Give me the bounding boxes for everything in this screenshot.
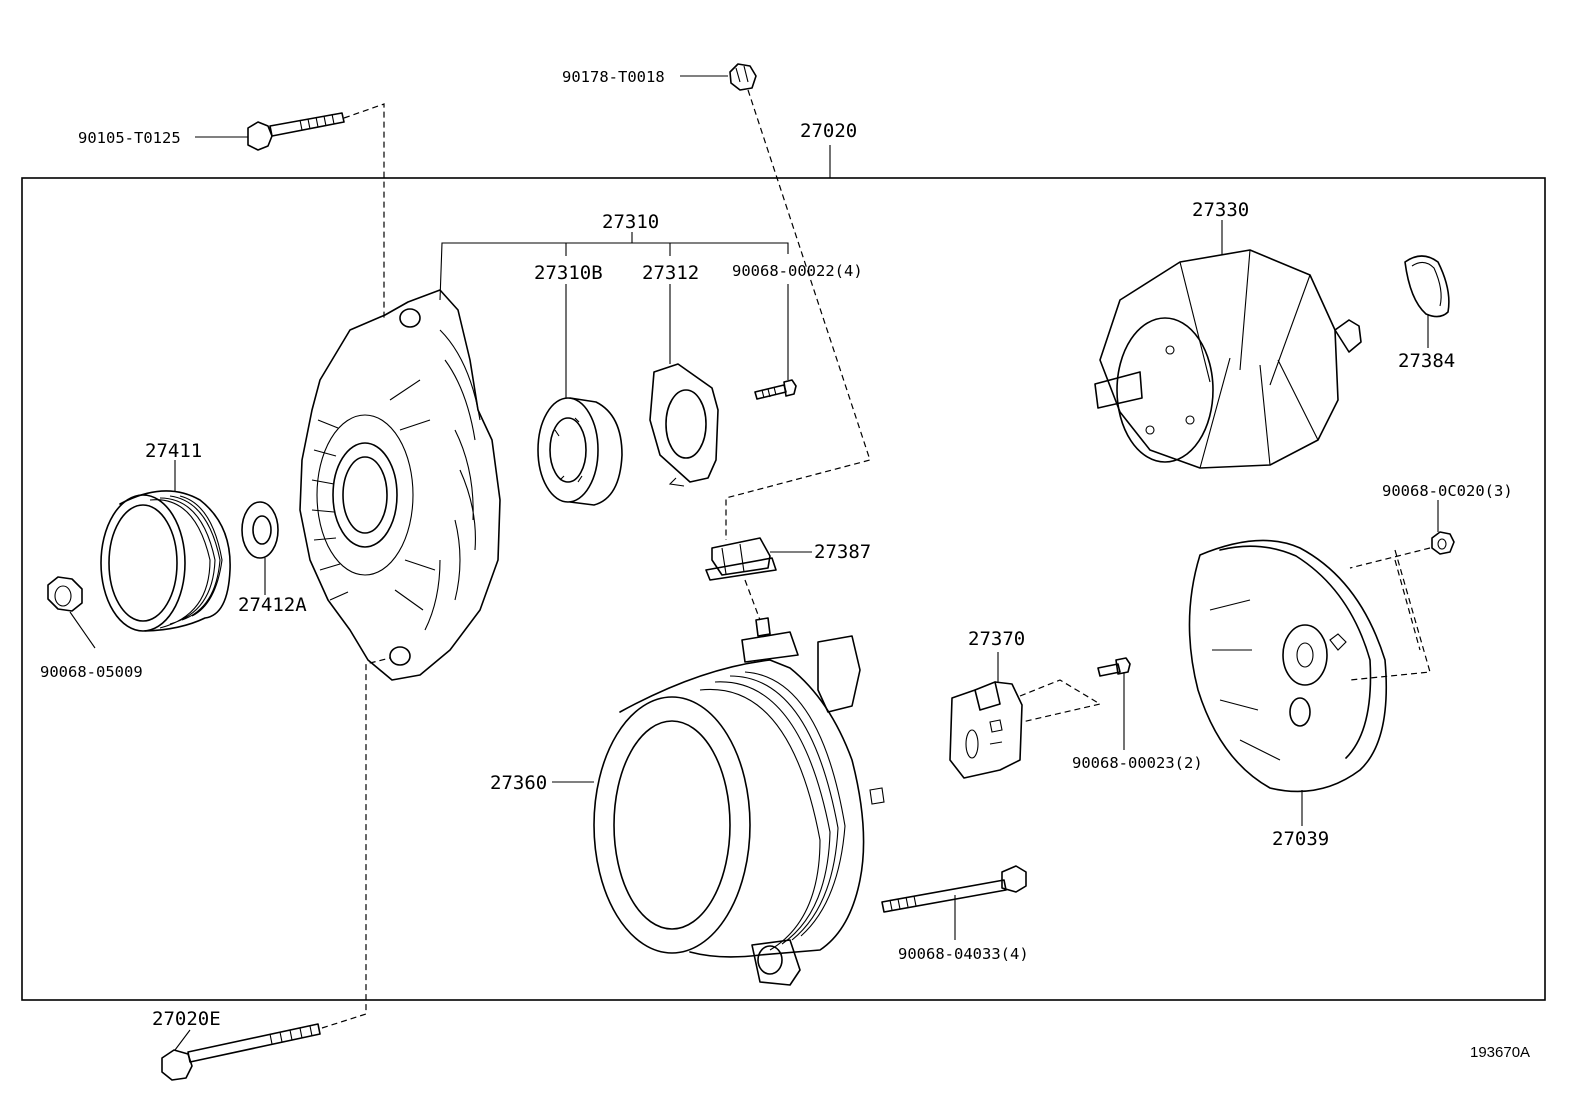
label-stator-frame: 27360 [490,772,547,794]
nut-top[interactable] [729,63,757,91]
pulley-nut[interactable] [47,576,83,612]
bolt-top-left[interactable] [247,112,345,151]
retainer-screw[interactable] [754,379,797,400]
figure-id: 193670A [1470,1044,1530,1061]
regulator[interactable] [949,681,1023,779]
through-bolt[interactable] [881,865,1027,913]
label-retainer-screw: 90068-00022(4) [732,262,863,280]
retainer-plate[interactable] [649,363,719,487]
bearing[interactable] [537,397,623,506]
terminal-insulator[interactable] [705,537,777,581]
rotor[interactable] [1094,249,1362,469]
drive-end-frame[interactable] [299,289,501,681]
label-terminal-insulator: 27387 [814,541,871,563]
label-rotor-ring: 27384 [1398,350,1455,372]
spacer[interactable] [241,501,279,559]
rotor-ring[interactable] [1404,255,1450,318]
label-rear-cover-nut: 90068-0C020(3) [1382,482,1513,500]
rear-cover-nut[interactable] [1431,531,1455,555]
label-pulley-nut: 90068-05009 [40,663,143,681]
label-rotor: 27330 [1192,199,1249,221]
label-bottom-bolt: 27020E [152,1008,221,1030]
pulley[interactable] [100,490,231,632]
label-regulator-screw: 90068-00023(2) [1072,754,1203,772]
label-spacer: 27412A [238,594,307,616]
label-pulley: 27411 [145,440,202,462]
stator-frame[interactable] [593,617,885,986]
regulator-screw[interactable] [1097,657,1131,677]
label-frame-group: 27310 [602,211,659,233]
label-nut-top: 90178-T0018 [562,68,665,86]
label-bolt-top-left: 90105-T0125 [78,129,181,147]
label-through-bolt: 90068-04033(4) [898,945,1029,963]
rear-cover[interactable] [1188,539,1388,793]
label-rear-cover: 27039 [1272,828,1329,850]
label-regulator: 27370 [968,628,1025,650]
label-bearing: 27310B [534,262,603,284]
assembly-frame [21,177,1546,1001]
label-retainer: 27312 [642,262,699,284]
label-assembly: 27020 [800,120,857,142]
bottom-bolt[interactable] [161,1023,321,1081]
